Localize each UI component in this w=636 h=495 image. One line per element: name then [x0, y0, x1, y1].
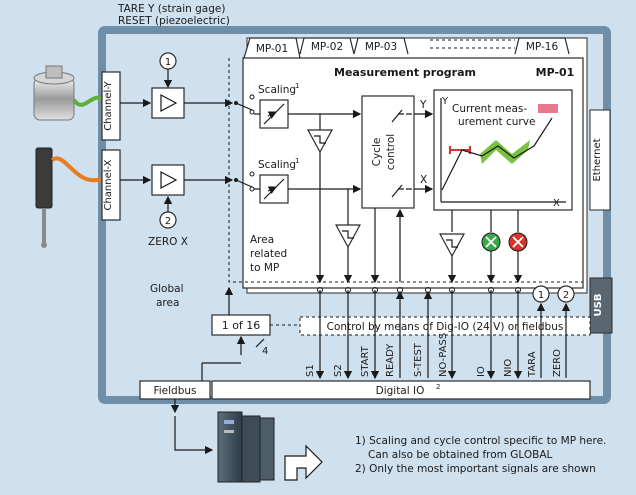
signal-s2: S2	[333, 364, 344, 377]
svg-text:MP-16: MP-16	[526, 41, 559, 53]
zero-x-label: ZERO X	[148, 236, 188, 248]
trigger-block-y	[306, 114, 334, 284]
footnote-1b: Can also be obtained from GLOBAL	[368, 449, 553, 461]
usb-port	[589, 277, 613, 334]
signal-lines	[315, 290, 571, 380]
amplifier-y	[151, 87, 185, 119]
curve-title-line1: Current meas-	[452, 103, 527, 115]
svg-text:MP-01: MP-01	[256, 43, 288, 55]
signal-start: START	[360, 345, 371, 377]
usb-label: USB	[593, 294, 604, 317]
svg-text:2: 2	[165, 216, 171, 227]
area-related-line1: Area	[250, 234, 274, 246]
curve-title-line2: urement curve	[458, 116, 535, 128]
svg-text:1: 1	[165, 57, 171, 68]
signal-tara: TARA	[527, 351, 538, 378]
circle-2-zero	[159, 211, 177, 229]
switch-y	[234, 94, 255, 115]
signal-labels: S1 S2 START READY S-TEST NO-PASS IO NIO …	[305, 333, 563, 378]
svg-text:1: 1	[295, 157, 299, 165]
control-line-label: Control by means of Dig-IO (24 V) or fie…	[327, 321, 564, 333]
reset-label: RESET (piezoelectric)	[118, 15, 230, 27]
tab-mp-16[interactable]: MP-16	[514, 37, 570, 55]
green-tolerance-band	[480, 140, 530, 164]
force-sensor-icon	[33, 65, 106, 121]
circle-1-tara	[532, 285, 550, 303]
arrow-icon	[284, 444, 323, 481]
channel-y-box	[101, 71, 121, 141]
signal-ready: READY	[385, 343, 396, 377]
svg-text:MP-02: MP-02	[311, 41, 343, 53]
footnote-1a: 1) Scaling and cycle control specific to…	[355, 435, 606, 447]
svg-text:related: related	[250, 248, 287, 260]
svg-text:4: 4	[262, 346, 268, 357]
tare-label: TARE Y (strain gage)	[117, 3, 225, 15]
svg-text:Channel-X: Channel-X	[103, 159, 114, 210]
tab-mp-02[interactable]: MP-02	[299, 37, 355, 55]
svg-text:control: control	[385, 134, 397, 170]
signal-s-test: S-TEST	[413, 342, 424, 377]
svg-text:to MP: to MP	[250, 262, 279, 274]
current-mp-label: MP-01	[536, 66, 575, 79]
displacement-sensor-icon	[35, 147, 105, 248]
nopass-trigger	[438, 233, 466, 284]
signal-io: IO	[476, 366, 487, 377]
measurement-curve	[441, 117, 553, 191]
nio-indicator	[508, 232, 528, 284]
measurement-program-title: Measurement program	[334, 66, 476, 79]
signal-nio: NIO	[503, 359, 514, 377]
signal-no-pass: NO-PASS	[438, 333, 449, 377]
tolerance-window-marker	[538, 104, 558, 113]
tab-mp-01[interactable]: MP-01	[243, 37, 301, 59]
trigger-block-x	[334, 189, 362, 284]
svg-text:Cycle: Cycle	[371, 138, 383, 167]
svg-text:2: 2	[436, 383, 440, 391]
cycle-control-block	[361, 95, 415, 209]
svg-text:Digital IO: Digital IO	[376, 385, 425, 397]
footnote-2: 2) Only the most important signals are s…	[355, 463, 596, 475]
scaling-label-x: Scaling	[258, 159, 296, 171]
scaling-label-y: Scaling	[258, 84, 296, 96]
global-area-boundary	[228, 58, 583, 283]
svg-text:1 of 16: 1 of 16	[222, 319, 261, 332]
svg-text:Y: Y	[441, 96, 449, 107]
circle-2-zero-sig	[557, 285, 575, 303]
svg-text:1: 1	[538, 290, 544, 301]
svg-text:Channel-Y: Channel-Y	[103, 80, 114, 130]
svg-text:MP-03: MP-03	[365, 41, 397, 53]
digital-io-box	[211, 380, 591, 400]
channel-x-box	[101, 149, 121, 221]
amplifier-x	[151, 164, 185, 196]
svg-text:2: 2	[563, 290, 569, 301]
global-area-line1: Global	[150, 283, 184, 295]
ethernet-label: Ethernet	[592, 138, 603, 181]
svg-text:Fieldbus: Fieldbus	[153, 385, 196, 397]
signal-zero: ZERO	[552, 349, 563, 377]
tab-mp-03[interactable]: MP-03	[353, 37, 409, 55]
io-ok-indicator	[481, 232, 501, 284]
svg-text:area: area	[156, 297, 179, 309]
plc-controller-icon	[217, 411, 275, 483]
svg-text:X: X	[553, 198, 560, 209]
signal-s1: S1	[305, 364, 316, 377]
switch-x	[234, 171, 255, 192]
svg-text:1: 1	[295, 82, 299, 90]
svg-text:Y: Y	[419, 99, 427, 111]
svg-text:X: X	[420, 174, 427, 186]
ethernet-port	[589, 109, 611, 211]
